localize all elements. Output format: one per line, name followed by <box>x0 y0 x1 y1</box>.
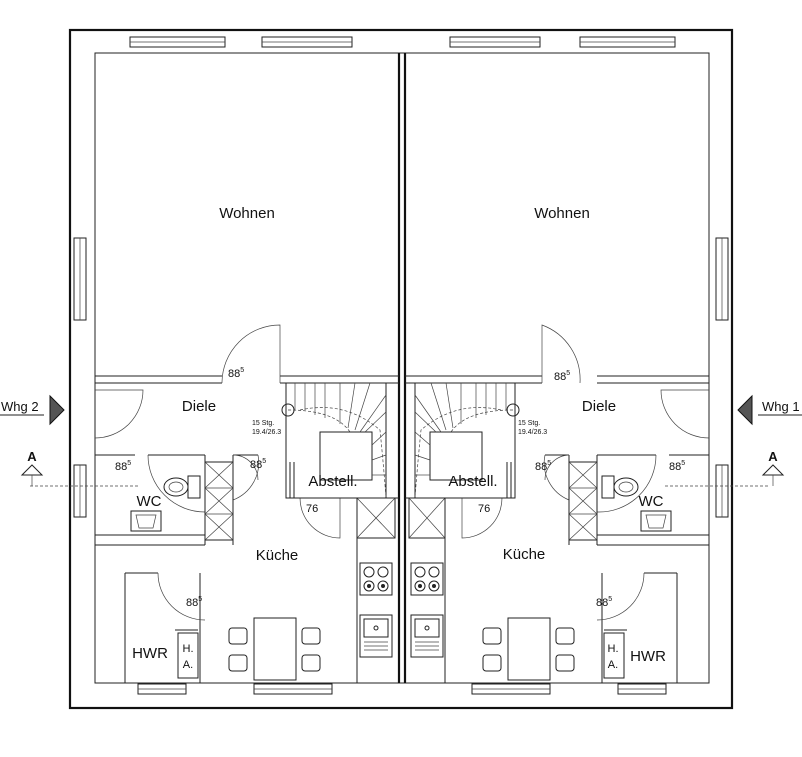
room-label-wc-left: WC <box>137 493 162 510</box>
sink-right-icon <box>640 510 672 532</box>
door-width-hwr-left: 885 <box>186 596 202 609</box>
room-label-hwr-right: HWR <box>630 648 666 665</box>
door-width-kueche-left: 885 <box>250 458 266 471</box>
stair-steps-left: 15 Stg. <box>252 420 274 427</box>
room-label-abstell-left: Abstell. <box>308 473 357 490</box>
room-label-abstell-right: Abstell. <box>448 473 497 490</box>
room-label-wohnen-right: Wohnen <box>534 205 590 222</box>
kitchen-sink-right-icon <box>410 614 444 658</box>
section-label-a-right: A <box>768 449 778 464</box>
shafts <box>204 461 598 541</box>
room-label-wohnen-left: Wohnen <box>219 205 275 222</box>
sink-left-icon <box>130 510 162 532</box>
room-label-diele-right: Diele <box>582 398 616 415</box>
room-label-diele-left: Diele <box>182 398 216 415</box>
door-width-wc-left: 885 <box>115 460 131 473</box>
door-width-kueche-right: 885 <box>535 460 551 473</box>
dining-table-right-icon <box>482 617 575 681</box>
door-width-wc-right: 885 <box>669 460 685 473</box>
unit-label-whg2: Whg 2 <box>1 399 39 414</box>
ha-label-right-2: A. <box>608 659 618 671</box>
windows <box>73 36 729 695</box>
toilet-right-icon <box>601 475 639 499</box>
stove-right-icon <box>410 562 444 596</box>
stair-right <box>414 382 520 499</box>
door-width-wohnen-left: 885 <box>228 367 244 380</box>
toilet-left-icon <box>163 475 201 499</box>
stove-left-icon <box>359 562 393 596</box>
stair-ratio-right: 19.4/26.3 <box>518 429 547 436</box>
stair-steps-right: 15 Stg. <box>518 420 540 427</box>
stair-left <box>281 382 387 499</box>
room-label-hwr-left: HWR <box>132 645 168 662</box>
exterior-walls <box>68 28 734 710</box>
door-width-abstell-right: 76 <box>478 503 490 515</box>
dining-table-left-icon <box>228 617 321 681</box>
door-width-wohnen-right: 885 <box>554 370 570 383</box>
room-label-kueche-right: Küche <box>503 546 546 563</box>
section-label-a-left: A <box>27 449 37 464</box>
ha-label-left-2: A. <box>183 659 193 671</box>
door-width-abstell-left: 76 <box>306 503 318 515</box>
ha-label-left-1: H. <box>183 643 194 655</box>
entrance-arrow-left-icon <box>0 394 65 426</box>
section-line-a <box>20 464 785 487</box>
room-label-kueche-left: Küche <box>256 547 299 564</box>
door-width-hwr-right: 885 <box>596 596 612 609</box>
door-swings <box>94 324 710 621</box>
room-label-wc-right: WC <box>639 493 664 510</box>
right-unit-walls <box>405 375 709 683</box>
stair-ratio-left: 19.4/26.3 <box>252 429 281 436</box>
kitchen-sink-left-icon <box>359 614 393 658</box>
ha-label-right-1: H. <box>608 643 619 655</box>
entrance-arrow-right-icon <box>737 394 802 426</box>
unit-label-whg1: Whg 1 <box>762 399 800 414</box>
